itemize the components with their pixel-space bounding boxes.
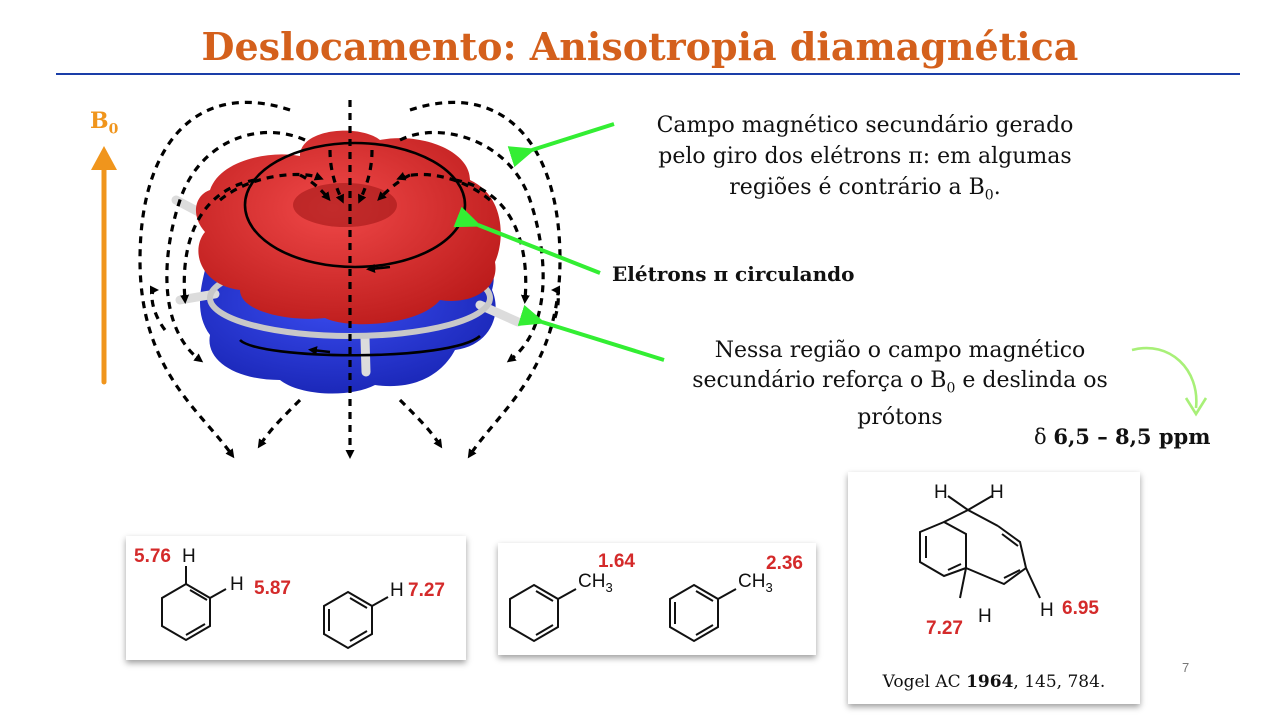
secondary-field-note: Campo magnético secundário gerado pelo g… (656, 113, 1074, 204)
cyclohexadiene-methyl: CH3 (578, 571, 613, 595)
diene-shift-top: 5.76 (134, 546, 171, 567)
b0-label: B0 (90, 108, 119, 138)
slide-number: 7 (1182, 660, 1190, 675)
toluene-shift: 2.36 (766, 553, 803, 574)
example-card-methyl-groups: CH3 1.64 CH3 2.36 (498, 543, 816, 655)
lobe-depression (293, 183, 397, 227)
ring-h-right: H (1040, 600, 1054, 621)
cyclohexadiene-structure (161, 566, 227, 642)
b0-field-arrow (91, 146, 117, 385)
pointer-arrow-pi-electrons (453, 206, 601, 275)
ppm-range: δ 6,5 – 8,5 ppm (1034, 424, 1211, 449)
ring-h-left: H (978, 606, 992, 627)
pointer-arrows (453, 122, 665, 362)
diene-h-top: H (182, 546, 196, 567)
toluene-methyl: CH3 (738, 571, 773, 595)
example-card-dienes-benzene: 5.76 H H 5.87 H 7.27 (126, 536, 466, 660)
title-underline (56, 73, 1240, 75)
cyclohexadiene-shift: 1.64 (598, 551, 635, 572)
toluene-structure (669, 583, 737, 643)
example-card-bridged-annulene: H H H H 7.27 6.95 Vogel AC 1964, 145, 78… (848, 472, 1140, 704)
curved-arrow-to-ppm (1131, 346, 1208, 417)
shift-left: 7.27 (926, 618, 963, 639)
benzene-structure (323, 590, 389, 650)
citation: Vogel AC 1964, 145, 784. (882, 672, 1106, 692)
pointer-arrow-secondary-field (507, 122, 615, 168)
methylcyclohexadiene-structure (509, 583, 577, 643)
bridged-annulene-structure (919, 495, 1041, 599)
benzene-h: H (390, 580, 404, 601)
pi-electrons-label: Elétrons π circulando (612, 262, 855, 286)
pointer-arrow-shielding-region (517, 304, 665, 362)
shielding-note: Nessa região o campo magnético secundári… (692, 338, 1108, 431)
diene-shift-side: 5.87 (254, 578, 291, 599)
diene-h-side: H (230, 574, 244, 595)
slide-title: Deslocamento: Anisotropia diamagnética (201, 24, 1079, 69)
upper-pi-lobe (195, 130, 501, 325)
electron-current-loops (239, 141, 481, 357)
induced-field-lines (138, 100, 562, 459)
shift-right: 6.95 (1062, 598, 1099, 619)
bridge-h1: H (934, 482, 948, 503)
bridge-h2: H (990, 482, 1004, 503)
benzene-shift: 7.27 (408, 580, 445, 601)
